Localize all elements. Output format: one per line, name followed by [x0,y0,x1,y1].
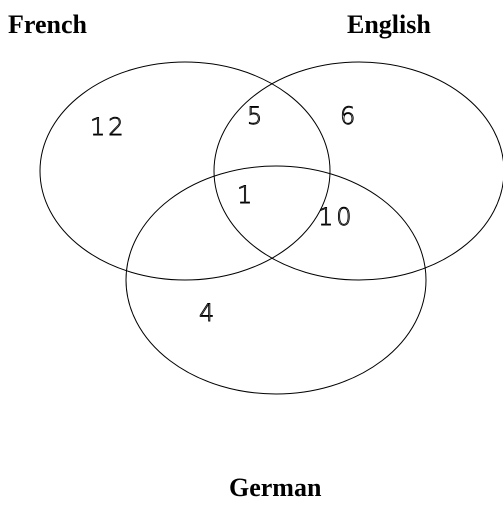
region-count-french-only: 12 [90,113,127,141]
french-circle [39,61,331,281]
region-count-german-only: 4 [199,299,217,327]
region-count-all-three: 1 [237,181,255,209]
set-label-english: English [347,10,431,39]
set-label-german: German [229,473,322,502]
region-count-french-english: 5 [247,102,265,130]
set-label-french: French [8,10,87,39]
region-count-english-only: 6 [340,102,358,130]
region-count-english-german: 10 [318,203,355,231]
german-circle [125,165,427,395]
english-circle [213,61,503,281]
